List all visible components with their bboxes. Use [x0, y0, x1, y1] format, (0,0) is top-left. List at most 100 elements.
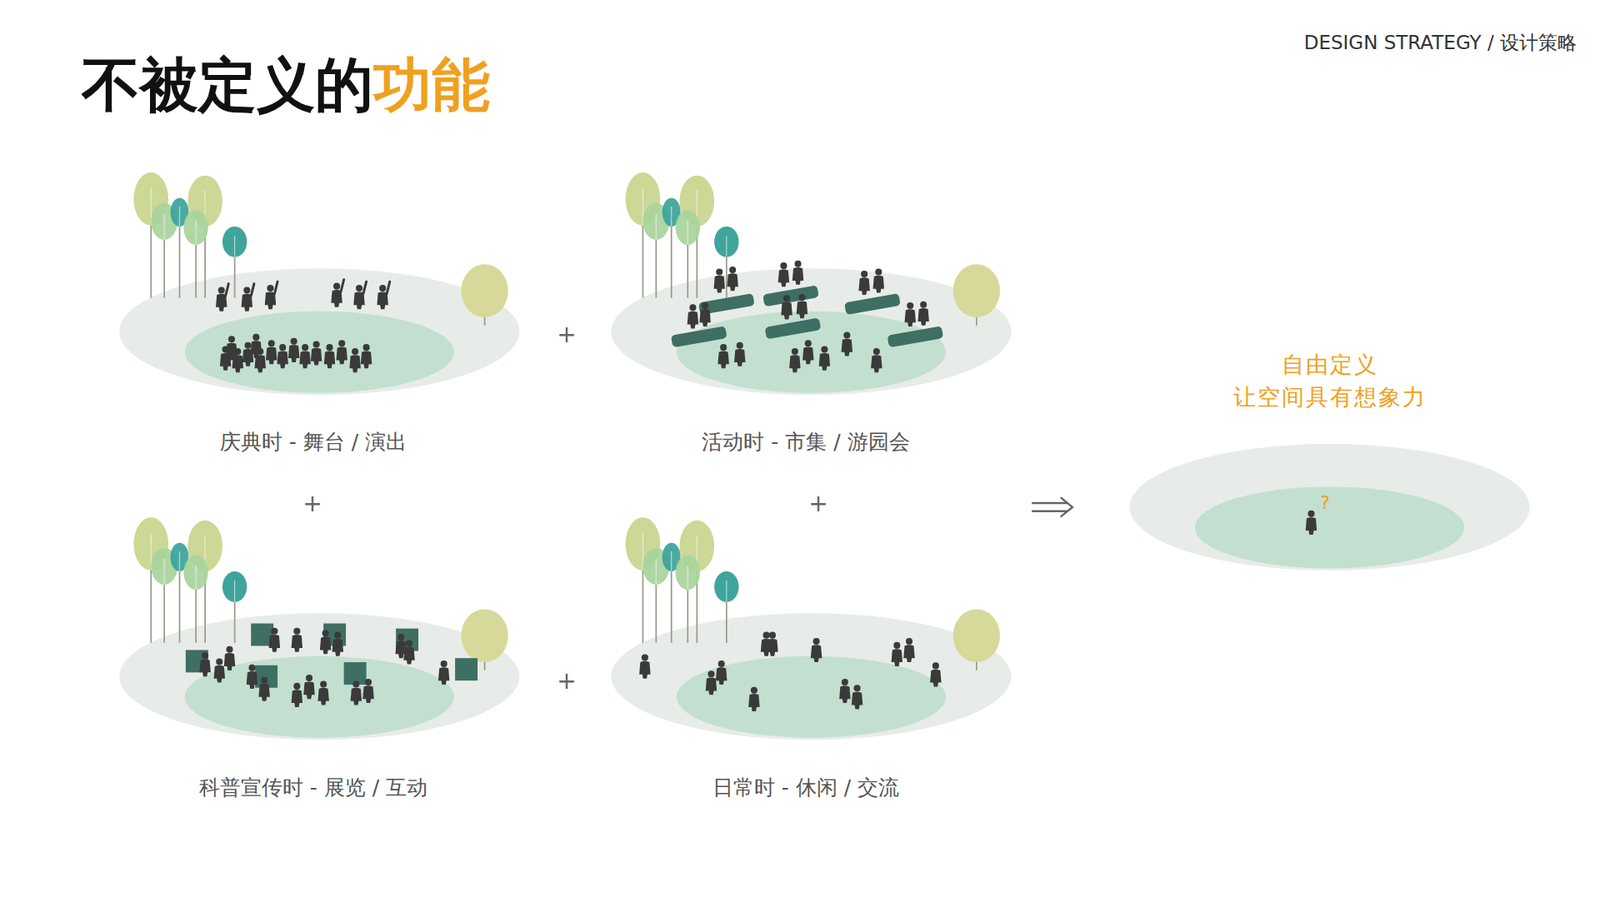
person-figure: [199, 652, 210, 677]
plus-sign: +: [556, 667, 576, 696]
person-figure: [265, 281, 278, 310]
tree-branch: [164, 559, 165, 585]
market-stall: [887, 325, 945, 348]
person-figure: [246, 665, 258, 690]
header-label: DESIGN STRATEGY / 设计策略: [1304, 31, 1577, 55]
person-figure: [903, 638, 915, 663]
person-figure: [317, 680, 329, 705]
plus-sign: +: [302, 490, 322, 519]
person-figure: [930, 662, 941, 687]
person-figure: [891, 642, 903, 667]
arrow-symbol: [1032, 498, 1073, 517]
person-figure: [241, 284, 255, 312]
tree-branch: [655, 214, 657, 240]
person-figure: [215, 284, 229, 312]
person-figure: [362, 679, 374, 704]
market-stall: [670, 325, 728, 348]
page-title: 不被定义的功能: [81, 50, 490, 120]
scene: [610, 172, 1011, 395]
person-figure: [802, 340, 814, 365]
scene: [119, 517, 520, 740]
person-figure: [1305, 510, 1317, 535]
person-figure: [873, 268, 885, 293]
tree-branch: [195, 565, 196, 590]
person-figure: [291, 683, 303, 708]
person-figure: [438, 660, 450, 685]
exhibit-board: [455, 658, 478, 681]
person-figure: [839, 679, 850, 704]
person-figure: [276, 344, 288, 369]
tree-crown: [714, 226, 739, 258]
person-figure: [810, 638, 822, 663]
person-figure: [766, 632, 778, 657]
person-figure: [748, 687, 760, 712]
person-figure: [714, 268, 725, 293]
tree-branch: [687, 220, 689, 245]
market-stall: [765, 318, 822, 340]
person-figure: [403, 640, 415, 665]
scene-caption: 庆典时 - 舞台 / 演出: [220, 430, 407, 455]
tree-crown: [222, 226, 247, 258]
person-figure: [917, 301, 929, 326]
person-figure: [778, 262, 790, 287]
scene-caption: 科普宣传时 - 展览 / 互动: [199, 775, 428, 801]
plaza-ellipse: [676, 656, 946, 739]
concept-note: 自由定义 让空间具有想象力: [1223, 348, 1438, 414]
person-figure: [851, 685, 863, 710]
person-figure: [717, 344, 729, 369]
tree-crown: [714, 571, 739, 603]
person-figure: [335, 340, 347, 365]
person-figure: [214, 658, 225, 683]
person-figure: [225, 335, 237, 360]
tree-branch: [687, 565, 689, 590]
tree-crown: [222, 571, 247, 603]
tree-crown: [675, 555, 700, 590]
tree-crown: [675, 210, 700, 245]
tree-branch: [655, 559, 657, 585]
person-figure: [320, 630, 331, 655]
person-figure: [324, 344, 335, 369]
tree-crown: [183, 210, 208, 245]
person-figure: [349, 348, 360, 373]
person-figure: [258, 676, 270, 701]
person-figure: [699, 302, 710, 327]
person-figure: [353, 281, 366, 310]
tree-crown: [460, 264, 508, 318]
person-figure: [269, 628, 280, 653]
scene-caption: 活动时 - 市集 / 游园会: [701, 430, 910, 455]
plaza-ellipse: [185, 656, 455, 739]
scene-caption: 日常时 - 休闲 / 交流: [712, 775, 900, 801]
ground-ellipse: [1130, 444, 1530, 571]
person-figure: [639, 655, 650, 680]
person-figure: [734, 342, 745, 367]
person-figure: [819, 346, 830, 371]
scene: [610, 517, 1011, 740]
market-stall: [844, 293, 901, 315]
person-figure: [789, 348, 800, 373]
tree-branch: [725, 235, 727, 258]
plus-sign: +: [556, 320, 576, 350]
plus-sign: +: [808, 490, 828, 519]
tree-branch: [164, 214, 165, 240]
tree-crown: [183, 555, 208, 590]
person-figure: [265, 340, 277, 365]
question-mark: ?: [1320, 492, 1330, 515]
tree-branch: [234, 580, 235, 603]
person-figure: [796, 294, 808, 319]
tree-branch: [179, 551, 180, 572]
person-figure: [303, 675, 315, 700]
tree-crown: [953, 609, 1000, 663]
person-figure: [687, 304, 699, 329]
person-figure: [792, 260, 804, 285]
tree-crown: [460, 609, 508, 663]
tree-branch: [234, 235, 235, 258]
scene: [119, 172, 520, 395]
person-figure: [310, 340, 322, 365]
person-figure: [705, 670, 717, 695]
tree-crown: [953, 264, 1000, 318]
person-figure: [780, 295, 792, 320]
tree-branch: [725, 580, 727, 603]
person-figure: [250, 334, 262, 359]
person-figure: [330, 280, 344, 308]
person-figure: [299, 344, 310, 369]
